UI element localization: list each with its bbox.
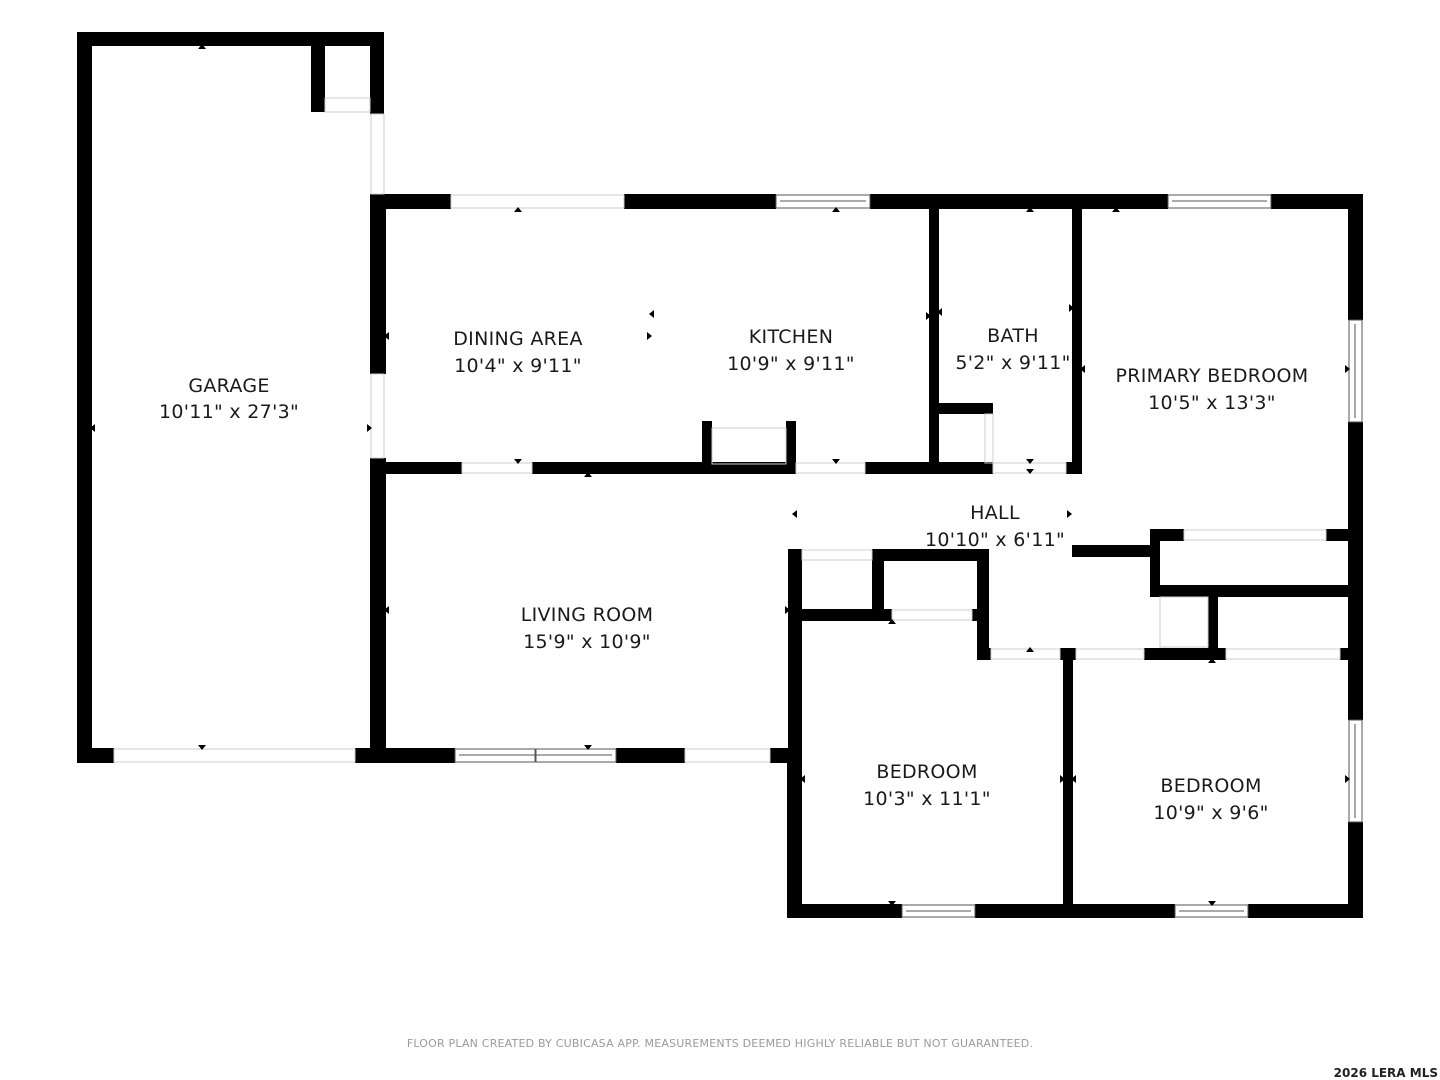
kitchen-label: KITCHEN	[749, 326, 833, 348]
openings	[113, 97, 1341, 763]
right-wall-c	[1348, 822, 1363, 918]
kitchen-bath-wall	[929, 194, 939, 474]
walls	[77, 32, 1363, 918]
bedroom-1-size: 10'3" x 11'1"	[863, 788, 991, 810]
hall-label: HALL	[970, 502, 1020, 524]
dining-top-opening	[450, 194, 625, 209]
living-right-wall	[788, 549, 802, 764]
room-labels: GARAGE 10'11" x 27'3" DINING AREA 10'4" …	[159, 325, 1309, 824]
hall-closet-b-top	[872, 549, 987, 561]
bedroom2-closet-door	[1225, 648, 1341, 660]
dining-living-opening	[461, 462, 533, 474]
closet-divider-post	[1208, 585, 1218, 660]
hall-size: 10'10" x 6'11"	[925, 529, 1065, 551]
garage-door	[113, 748, 356, 763]
counter-right	[786, 421, 796, 474]
mid-wall-a	[370, 462, 462, 474]
garage-house-wall-top	[370, 194, 386, 374]
bath-primary-wall	[1072, 194, 1082, 474]
garage-nook-door	[324, 97, 371, 113]
garage-nook-inner	[311, 32, 325, 112]
primary-closet-door	[1183, 529, 1327, 541]
right-wall-a	[1348, 194, 1363, 320]
garage-wall-top	[77, 32, 384, 46]
garage-label: GARAGE	[188, 375, 269, 397]
hall-closet-a-right	[872, 549, 884, 619]
counter-left	[702, 421, 712, 474]
living-room-size: 15'9" x 10'9"	[523, 631, 651, 653]
hall-closet-b-right	[977, 549, 989, 660]
bedroom-divider	[1063, 648, 1073, 918]
bedrooms-bottom-b	[975, 904, 1175, 918]
bedroom1-left-wall	[787, 748, 802, 918]
living-room-label: LIVING ROOM	[521, 604, 654, 626]
garage-nook-outer	[370, 32, 384, 114]
bath-closet-right	[984, 403, 993, 414]
living-bottom-a	[370, 748, 455, 763]
right-wall-b	[1348, 422, 1363, 720]
primary-bedroom-label: PRIMARY BEDROOM	[1116, 365, 1309, 387]
bedrooms-bottom-a	[787, 904, 902, 918]
bedroom-1-label: BEDROOM	[876, 761, 977, 783]
bath-size: 5'2" x 9'11"	[955, 352, 1070, 374]
floor-plan-disclaimer: FLOOR PLAN CREATED BY CUBICASA APP. MEAS…	[407, 1037, 1033, 1050]
bedrooms-bottom-c	[1248, 904, 1363, 918]
kitchen-size: 10'9" x 9'11"	[727, 353, 855, 375]
top-wall-d	[1271, 194, 1363, 209]
bedroom2-door	[1075, 648, 1145, 660]
bedroom2-top-a	[1144, 648, 1226, 660]
garage-size: 10'11" x 27'3"	[159, 401, 299, 423]
top-wall-b	[624, 194, 776, 209]
mid-wall-b	[532, 462, 796, 474]
hall-closet-a-bottom	[788, 609, 884, 621]
hall-closet-a-door	[801, 549, 873, 561]
garage-house-door	[370, 373, 385, 459]
bedroom-2-label: BEDROOM	[1160, 775, 1261, 797]
counter-opening	[711, 427, 787, 465]
hall-closet-top	[788, 549, 802, 561]
bedroom-2-size: 10'9" x 9'6"	[1153, 802, 1268, 824]
windows	[454, 194, 1363, 918]
bedroom1-top-wall	[977, 648, 991, 660]
living-door	[684, 748, 771, 763]
garage-wall-bottom-left	[77, 748, 114, 763]
bedroom2-top-b	[1340, 648, 1363, 660]
garage-side-door	[370, 113, 385, 195]
top-wall-a	[370, 194, 451, 209]
dining-area-size: 10'4" x 9'11"	[454, 355, 582, 377]
bath-closet-door	[984, 413, 994, 464]
garage-wall-left	[77, 32, 92, 763]
bath-closet-top	[929, 403, 993, 414]
closet-divider	[1150, 585, 1363, 597]
hall-closet-b-bottom	[872, 609, 892, 621]
primary-bedroom-size: 10'5" x 13'3"	[1148, 392, 1276, 414]
bedroom1-door	[990, 648, 1061, 660]
linen-closet-door	[1159, 596, 1209, 648]
living-bottom-b	[616, 748, 685, 763]
primary-closet-left	[1150, 529, 1160, 597]
hall-closet-b-door	[891, 609, 973, 621]
bath-label: BATH	[987, 325, 1039, 347]
hall-closet-b-bottom-r	[972, 609, 989, 621]
copyright-mark: 2026 LERA MLS	[1334, 1066, 1438, 1080]
dimension-markers	[90, 44, 1350, 906]
top-wall-c	[870, 194, 1168, 209]
dining-area-label: DINING AREA	[453, 328, 583, 350]
primary-closet-top-right	[1326, 529, 1363, 541]
kitchen-hall-opening	[795, 462, 866, 474]
garage-house-wall-bottom	[370, 458, 386, 763]
